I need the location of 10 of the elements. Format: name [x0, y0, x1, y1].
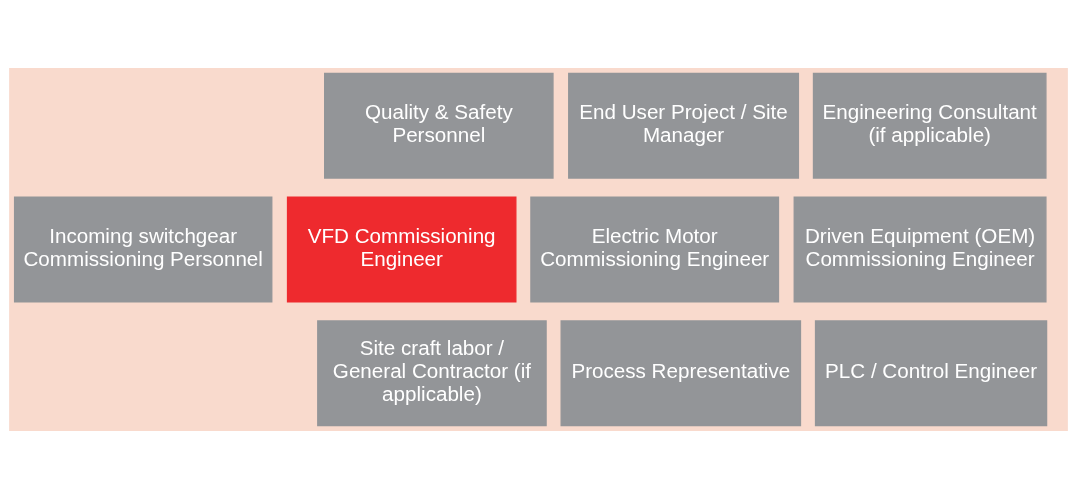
node-box: PLC / Control Engineer: [814, 319, 1048, 426]
node-box: Engineering Consultant (if applicable): [812, 72, 1047, 179]
node-box: Electric Motor Commissioning Engineer: [530, 196, 780, 302]
node-box: Site craft labor / General Contractor (if applicable): [317, 319, 547, 426]
node-box: Driven Equipment (OEM) Commissioning Engineer: [793, 196, 1047, 302]
node-box: Process Representative: [560, 319, 802, 426]
node-box: VFD Commissioning Engineer: [286, 196, 517, 302]
node-box: End User Project / Site Manager: [568, 72, 800, 179]
node-box: Incoming switchgear Commissioning Personnel: [13, 196, 273, 302]
node-box: Quality & Safety Personnel: [324, 72, 554, 179]
